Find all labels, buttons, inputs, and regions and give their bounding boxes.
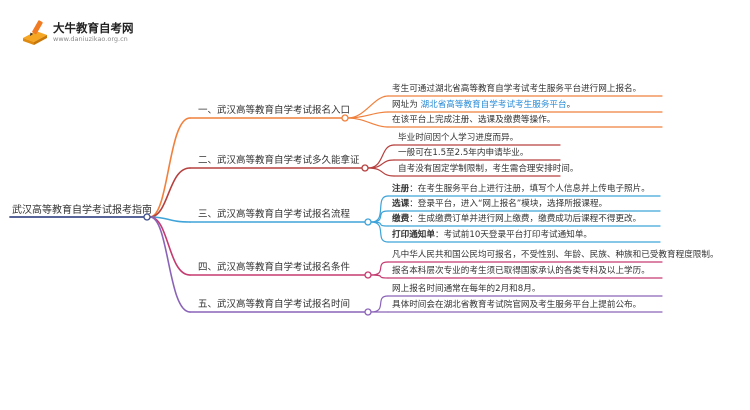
root-topic: 武汉高等教育自学考试报考指南 [12,205,152,216]
leaf-text: 一般可在1.5至2.5年内申请毕业。 [398,148,528,159]
connector-line [347,111,389,119]
leaf-segment: ：在考生服务平台上进行注册，填写个人信息并上传电子照片。 [409,184,650,194]
leaf-segment: 考生可通过湖北省高等教育自学考试考生服务平台进行网上报名。 [392,84,642,94]
node-dot [341,114,349,122]
leaf-text: 网上报名时间通常在每年的2月和8月。 [392,284,540,295]
leaf-link[interactable]: 湖北省高等教育自学考试考生服务平台 [420,100,567,110]
leaf-text: 注册：在考生服务平台上进行注册，填写个人信息并上传电子照片。 [392,184,650,195]
connector-line [149,216,191,223]
leaf-segment: 具体时间会在湖北省教育考试院官网及考生服务平台上提前公布。 [392,300,642,310]
leaf-segment: 凡中华人民共和国公民均可报名，不受性别、年龄、民族、种族和已受教育程度限制。 [392,250,719,260]
site-logo[interactable]: 大牛教育自考网 www.daniuzikao.org.cn [20,18,190,48]
branch-label: 二、武汉高等教育自学考试多久能拿证 [198,155,360,166]
node-dot [364,218,372,226]
leaf-text: 凡中华人民共和国公民均可报名，不受性别、年龄、民族、种族和已受教育程度限制。 [392,250,719,261]
connector-line [367,159,395,169]
node-dot [364,271,372,279]
leaf-segment: 毕业时间因个人学习进度而异。 [398,133,519,143]
leaf-text: 网址为 湖北省高等教育自学考试考生服务平台。 [392,100,575,111]
leaf-segment: ：考试前10天登录平台打印考试通知单。 [434,230,593,240]
leaf-segment: ：生成缴费订单并进行网上缴费，缴费成功后课程不得更改。 [409,214,642,224]
leaf-segment: 。 [566,100,576,110]
leaf-text: 缴费：生成缴费订单并进行网上缴费，缴费成功后课程不得更改。 [392,214,641,225]
branch-label: 四、武汉高等教育自学考试报名条件 [198,262,351,273]
connector-line [149,117,191,218]
connector-line [370,195,389,223]
leaf-segment: 在该平台上完成注册、选课及缴费等操作。 [392,115,556,125]
logo-title: 大牛教育自考网 [53,21,134,35]
leaf-segment: 网上报名时间通常在每年的2月和8月。 [392,284,541,294]
leaf-keyword: 选课 [392,199,410,209]
node-dot [361,164,369,172]
connector-line [370,261,389,276]
connector-line [149,216,191,313]
leaf-keyword: 注册 [392,184,410,194]
connector-line [367,167,395,177]
leaf-segment: 网址为 [392,100,421,110]
leaf-text: 打印通知单：考试前10天登录平台打印考试通知单。 [392,230,592,241]
connector-line [370,221,389,243]
leaf-text: 自考没有固定学制限制，考生需合理安排时间。 [398,164,578,175]
leaf-text: 报名本科层次专业的考生须已取得国家承认的各类专科及以上学历。 [392,266,650,277]
connector-line [347,117,389,128]
node-dot [143,213,151,221]
leaf-keyword: 打印通知单 [392,230,435,240]
leaf-segment: 一般可在1.5至2.5年内申请毕业。 [398,148,529,158]
leaf-segment: ：登录平台，进入“网上报名”模块，选择所报课程。 [409,199,608,209]
leaf-text: 在该平台上完成注册、选课及缴费等操作。 [392,115,555,126]
branch-label: 三、武汉高等教育自学考试报名流程 [198,209,351,220]
leaf-text: 选课：登录平台，进入“网上报名”模块，选择所报课程。 [392,199,607,210]
branch-label: 一、武汉高等教育自学考试报名入口 [198,105,351,116]
connector-line [149,167,191,218]
book-pencil-logo-icon [23,20,47,45]
leaf-text: 毕业时间因个人学习进度而异。 [398,133,518,144]
logo-url: www.daniuzikao.org.cn [53,35,128,43]
leaf-text: 具体时间会在湖北省教育考试院官网及考生服务平台上提前公布。 [392,300,641,311]
leaf-segment: 自考没有固定学制限制，考生需合理安排时间。 [398,164,579,174]
connector-line [370,295,389,313]
leaf-segment: 报名本科层次专业的考生须已取得国家承认的各类专科及以上学历。 [392,266,650,276]
connector-line [370,274,389,279]
node-dot [364,308,372,316]
leaf-keyword: 缴费 [392,214,410,224]
branch-label: 五、武汉高等教育自学考试报名时间 [198,299,351,310]
leaf-text: 考生可通过湖北省高等教育自学考试考生服务平台进行网上报名。 [392,84,641,95]
